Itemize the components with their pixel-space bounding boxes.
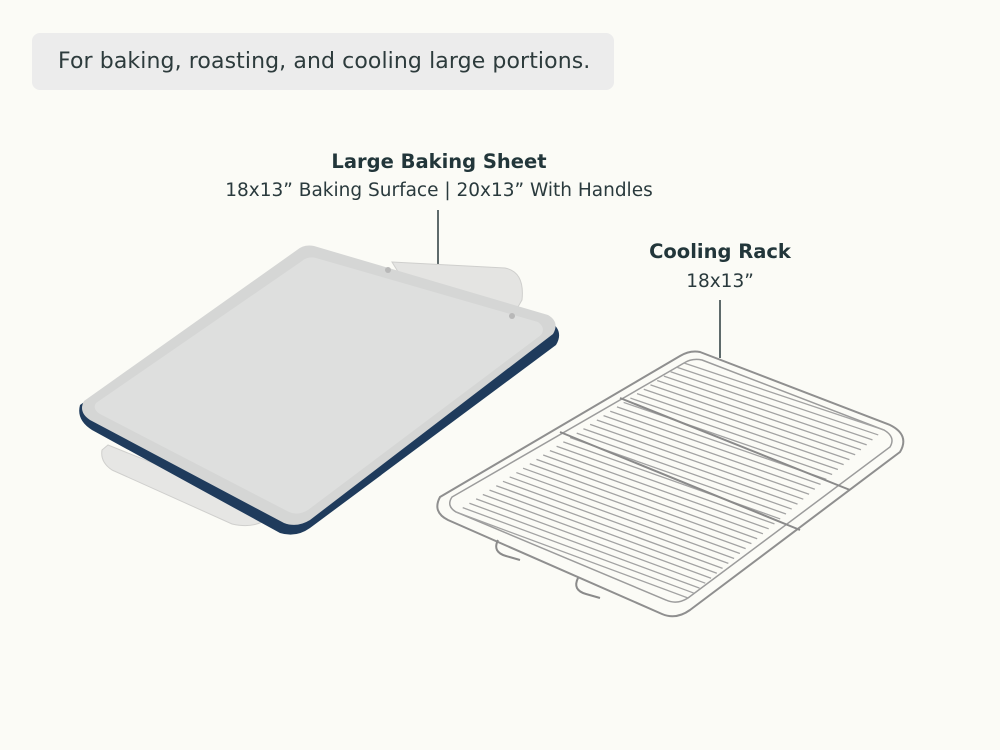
baking-sheet-rivet bbox=[385, 267, 391, 273]
cooling-rack-wire bbox=[663, 375, 867, 446]
baking-sheet-surface bbox=[94, 257, 543, 514]
cooling-rack-wire bbox=[549, 450, 769, 530]
cooling-rack-wire bbox=[542, 454, 764, 535]
cooling-rack-wire bbox=[522, 467, 746, 550]
cooling-rack-wire bbox=[677, 366, 879, 436]
cooling-rack-foot bbox=[495, 539, 521, 561]
cooling-rack-inner-frame bbox=[449, 358, 893, 603]
cooling-rack-wire bbox=[656, 379, 862, 451]
caption-text: For baking, roasting, and cooling large … bbox=[58, 49, 591, 74]
cooling-rack-wire bbox=[623, 401, 833, 476]
caption-box: For baking, roasting, and cooling large … bbox=[32, 33, 614, 90]
cooling-rack-foot bbox=[575, 577, 601, 599]
baking-sheet-title: Large Baking Sheet bbox=[331, 150, 547, 173]
cooling-rack-wire bbox=[643, 388, 850, 461]
cooling-rack-wires bbox=[455, 362, 885, 599]
cooling-rack-wire bbox=[610, 410, 821, 485]
cooling-rack-wire bbox=[583, 428, 798, 505]
cooling-rack-wire bbox=[509, 476, 735, 560]
baking-sheet-dimensions: 18x13” Baking Surface | 20x13” With Hand… bbox=[225, 180, 653, 201]
cooling-rack-wire bbox=[516, 471, 741, 555]
cooling-rack-wire bbox=[529, 463, 752, 545]
cooling-rack-wire bbox=[576, 432, 792, 510]
cooling-rack-wire bbox=[462, 507, 694, 594]
cooling-rack-wire bbox=[670, 371, 873, 441]
baking-sheet-rivet bbox=[509, 313, 515, 319]
cooling-rack-support-bar bbox=[619, 397, 851, 491]
cooling-rack-wire bbox=[683, 362, 885, 431]
cooling-rack-frame bbox=[436, 350, 905, 618]
cooling-rack-wire bbox=[536, 458, 758, 540]
cooling-rack-wire bbox=[589, 423, 804, 500]
cooling-rack-wire bbox=[455, 511, 689, 599]
cooling-rack-wire bbox=[489, 489, 718, 574]
baking-sheet bbox=[79, 245, 560, 535]
cooling-rack-dimensions: 18x13” bbox=[686, 271, 754, 292]
cooling-rack-wire bbox=[469, 502, 700, 589]
cooling-rack-wire bbox=[603, 414, 816, 490]
cooling-rack-wire bbox=[636, 393, 844, 466]
cooling-rack-title: Cooling Rack bbox=[649, 240, 791, 263]
cooling-rack-wire bbox=[482, 493, 712, 579]
cooling-rack-wire bbox=[496, 485, 723, 569]
cooling-rack-wire bbox=[556, 445, 775, 525]
cooling-rack-wire bbox=[650, 384, 856, 456]
cooling-rack-wire bbox=[502, 480, 729, 565]
cooling-rack-support-bar bbox=[559, 431, 801, 531]
cooling-rack-wire bbox=[630, 397, 839, 471]
cooling-rack-wire bbox=[596, 419, 810, 495]
cooling-rack bbox=[436, 350, 905, 618]
cooling-rack-wire bbox=[475, 498, 706, 584]
